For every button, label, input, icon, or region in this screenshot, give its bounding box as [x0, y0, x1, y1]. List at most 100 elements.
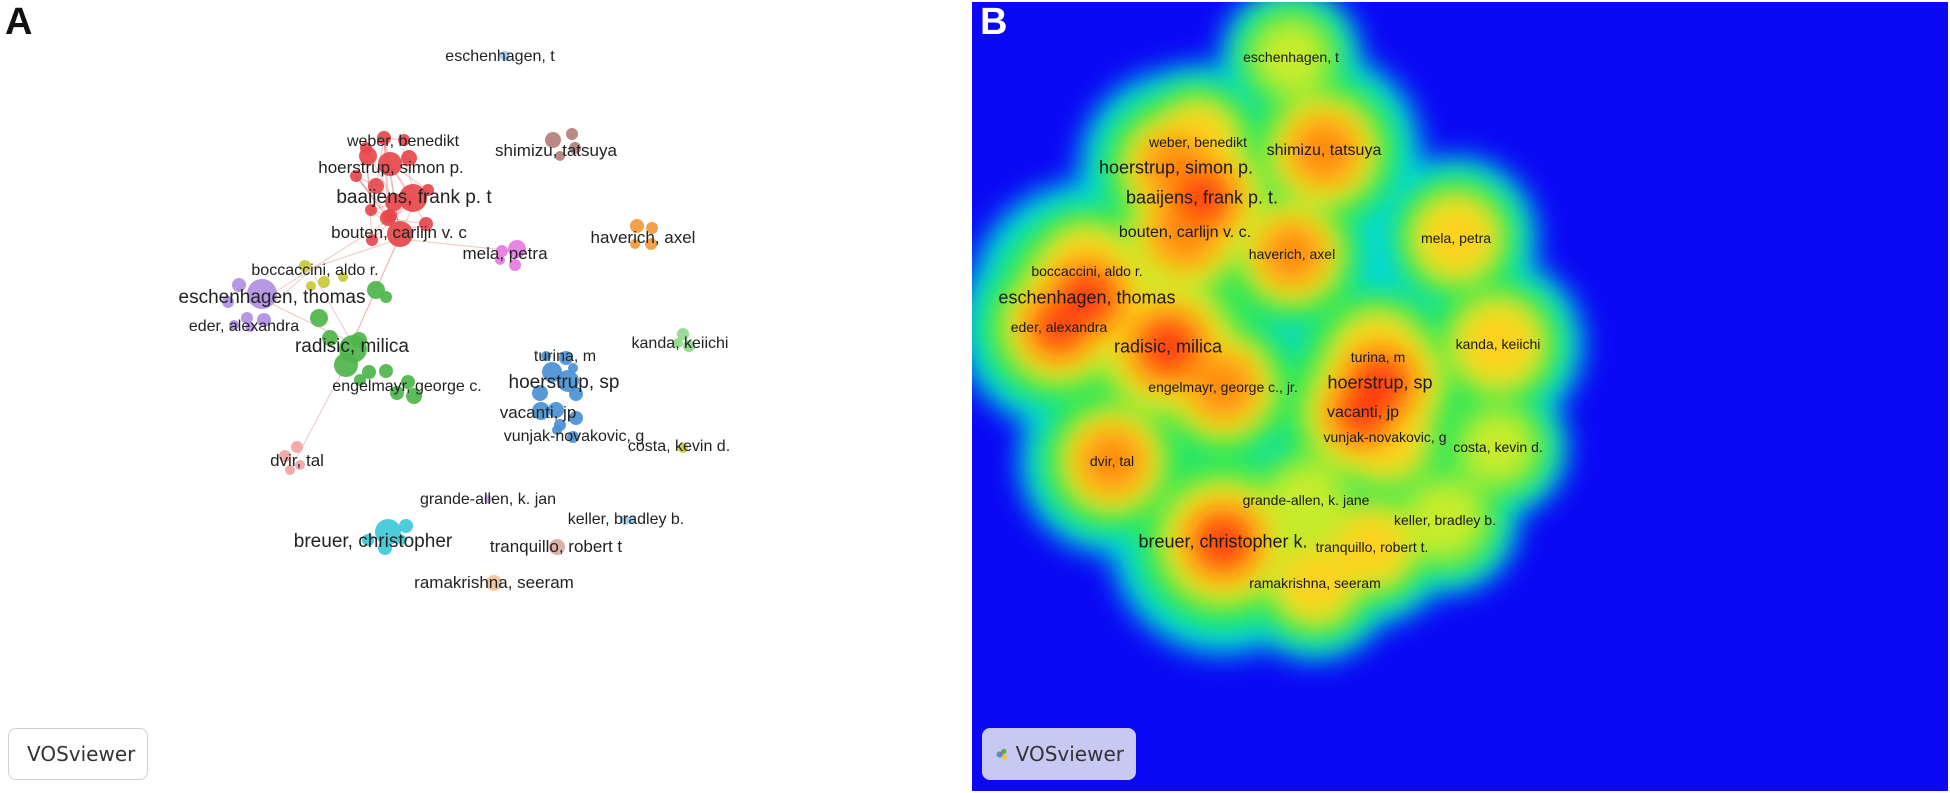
network-node[interactable]: [484, 495, 492, 503]
density-label[interactable]: ramakrishna, seeram: [1249, 575, 1381, 591]
network-node[interactable]: [532, 402, 550, 420]
density-label[interactable]: eschenhagen, thomas: [998, 287, 1176, 308]
density-label[interactable]: eder, alexandra: [1010, 319, 1108, 335]
density-label[interactable]: vacanti, jp: [1326, 404, 1400, 421]
node-label[interactable]: vunjak-novakovic, g: [503, 428, 645, 445]
network-node[interactable]: [366, 234, 378, 246]
density-label[interactable]: shimizu, tatsuya: [1266, 142, 1382, 159]
density-label[interactable]: costa, kevin d.: [1453, 439, 1543, 455]
network-node[interactable]: [354, 374, 366, 386]
density-label[interactable]: tranquillo, robert t.: [1315, 539, 1429, 555]
node-label[interactable]: tranquillo, robert t: [489, 537, 623, 556]
node-label[interactable]: bouten, carlijn v. c: [331, 223, 467, 242]
node-label[interactable]: eschenhagen, thomas: [178, 287, 366, 308]
node-label[interactable]: costa, kevin d.: [627, 438, 731, 455]
network-node[interactable]: [338, 272, 348, 282]
network-node[interactable]: [645, 238, 657, 250]
network-node[interactable]: [401, 150, 417, 166]
network-node[interactable]: [486, 575, 502, 591]
network-node[interactable]: [548, 402, 564, 418]
network-node[interactable]: [387, 221, 413, 247]
network-node[interactable]: [350, 170, 362, 182]
node-label[interactable]: ramakrishna, seeram: [414, 573, 574, 592]
network-node[interactable]: [495, 255, 505, 265]
network-node[interactable]: [673, 338, 683, 348]
network-node[interactable]: [401, 375, 415, 389]
network-node[interactable]: [557, 370, 579, 392]
network-node[interactable]: [295, 460, 305, 470]
network-node[interactable]: [569, 142, 581, 154]
density-label[interactable]: breuer, christopher k.: [1138, 531, 1308, 552]
node-label[interactable]: weber, benedikt: [346, 133, 460, 150]
network-node[interactable]: [552, 425, 562, 435]
network-node[interactable]: [646, 222, 658, 234]
node-label[interactable]: radisic, milica: [294, 336, 410, 357]
density-label[interactable]: eschenhagen, t: [1243, 49, 1339, 65]
network-node[interactable]: [245, 322, 255, 332]
density-label[interactable]: bouten, carlijn v. c.: [1118, 224, 1252, 241]
network-node[interactable]: [247, 279, 277, 309]
network-node[interactable]: [677, 328, 689, 340]
density-label[interactable]: grande-allen, k. jane: [1242, 492, 1370, 508]
node-label[interactable]: grande-allen, k. jan: [419, 491, 557, 508]
node-label[interactable]: kanda, keiichi: [631, 335, 729, 352]
node-label[interactable]: boccaccini, aldo r.: [251, 262, 379, 279]
network-node[interactable]: [318, 276, 330, 288]
node-label[interactable]: shimizu, tatsuya: [495, 141, 617, 160]
density-label[interactable]: hoerstrup, simon p.: [1098, 157, 1254, 178]
network-node[interactable]: [683, 340, 695, 352]
network-node[interactable]: [630, 239, 640, 249]
node-label[interactable]: engelmayr, george c.: [332, 378, 482, 395]
network-node[interactable]: [397, 535, 407, 545]
network-node[interactable]: [559, 351, 573, 365]
network-node[interactable]: [291, 441, 303, 453]
density-label[interactable]: mela, petra: [1420, 230, 1492, 246]
vosviewer-logo[interactable]: VOSviewer: [8, 728, 148, 780]
node-label[interactable]: dvir, tal: [270, 451, 324, 470]
vosviewer-logo[interactable]: VOSviewer: [982, 728, 1136, 780]
node-label[interactable]: breuer, christopher: [293, 531, 453, 552]
network-node[interactable]: [379, 364, 393, 378]
network-node[interactable]: [549, 539, 565, 555]
network-node[interactable]: [569, 411, 583, 425]
network-node[interactable]: [378, 152, 402, 176]
network-node[interactable]: [322, 330, 338, 346]
network-node[interactable]: [385, 193, 403, 211]
density-label[interactable]: turina, m: [1350, 349, 1406, 365]
network-node[interactable]: [508, 240, 526, 258]
density-label[interactable]: haverich, axel: [1248, 246, 1336, 262]
network-node[interactable]: [541, 351, 551, 361]
network-node[interactable]: [566, 128, 578, 140]
density-label[interactable]: kanda, keiichi: [1455, 336, 1541, 352]
network-node[interactable]: [419, 217, 433, 231]
network-node[interactable]: [375, 519, 401, 545]
network-node[interactable]: [368, 178, 384, 194]
node-label[interactable]: haverich, axel: [590, 228, 696, 247]
network-node[interactable]: [351, 332, 367, 348]
network-node[interactable]: [569, 387, 583, 401]
node-label[interactable]: hoerstrup, sp: [508, 372, 620, 393]
network-graph[interactable]: [0, 0, 970, 793]
density-label[interactable]: weber, benedikt: [1148, 134, 1248, 150]
density-label[interactable]: boccaccini, aldo r.: [1031, 263, 1143, 279]
node-label[interactable]: mela, petra: [462, 244, 548, 263]
network-node[interactable]: [500, 51, 510, 61]
node-label[interactable]: vacanti, jp: [499, 403, 577, 422]
network-node[interactable]: [422, 184, 434, 196]
network-node[interactable]: [398, 134, 410, 146]
node-label[interactable]: eder, alexandra: [188, 318, 300, 335]
density-label[interactable]: engelmayr, george c., jr.: [1148, 379, 1298, 395]
network-node[interactable]: [390, 386, 404, 400]
network-node[interactable]: [532, 385, 548, 401]
network-node[interactable]: [399, 184, 427, 212]
node-label[interactable]: keller, bradley b.: [567, 511, 685, 528]
network-node[interactable]: [628, 516, 636, 524]
network-node[interactable]: [334, 353, 358, 377]
node-label[interactable]: baaijens, frank p. t: [336, 187, 492, 208]
network-node[interactable]: [367, 281, 385, 299]
node-label[interactable]: hoerstrup, simon p.: [318, 158, 464, 177]
density-label[interactable]: hoerstrup, sp: [1327, 372, 1433, 393]
network-node[interactable]: [630, 219, 644, 233]
network-node[interactable]: [545, 132, 561, 148]
network-node[interactable]: [257, 313, 271, 327]
